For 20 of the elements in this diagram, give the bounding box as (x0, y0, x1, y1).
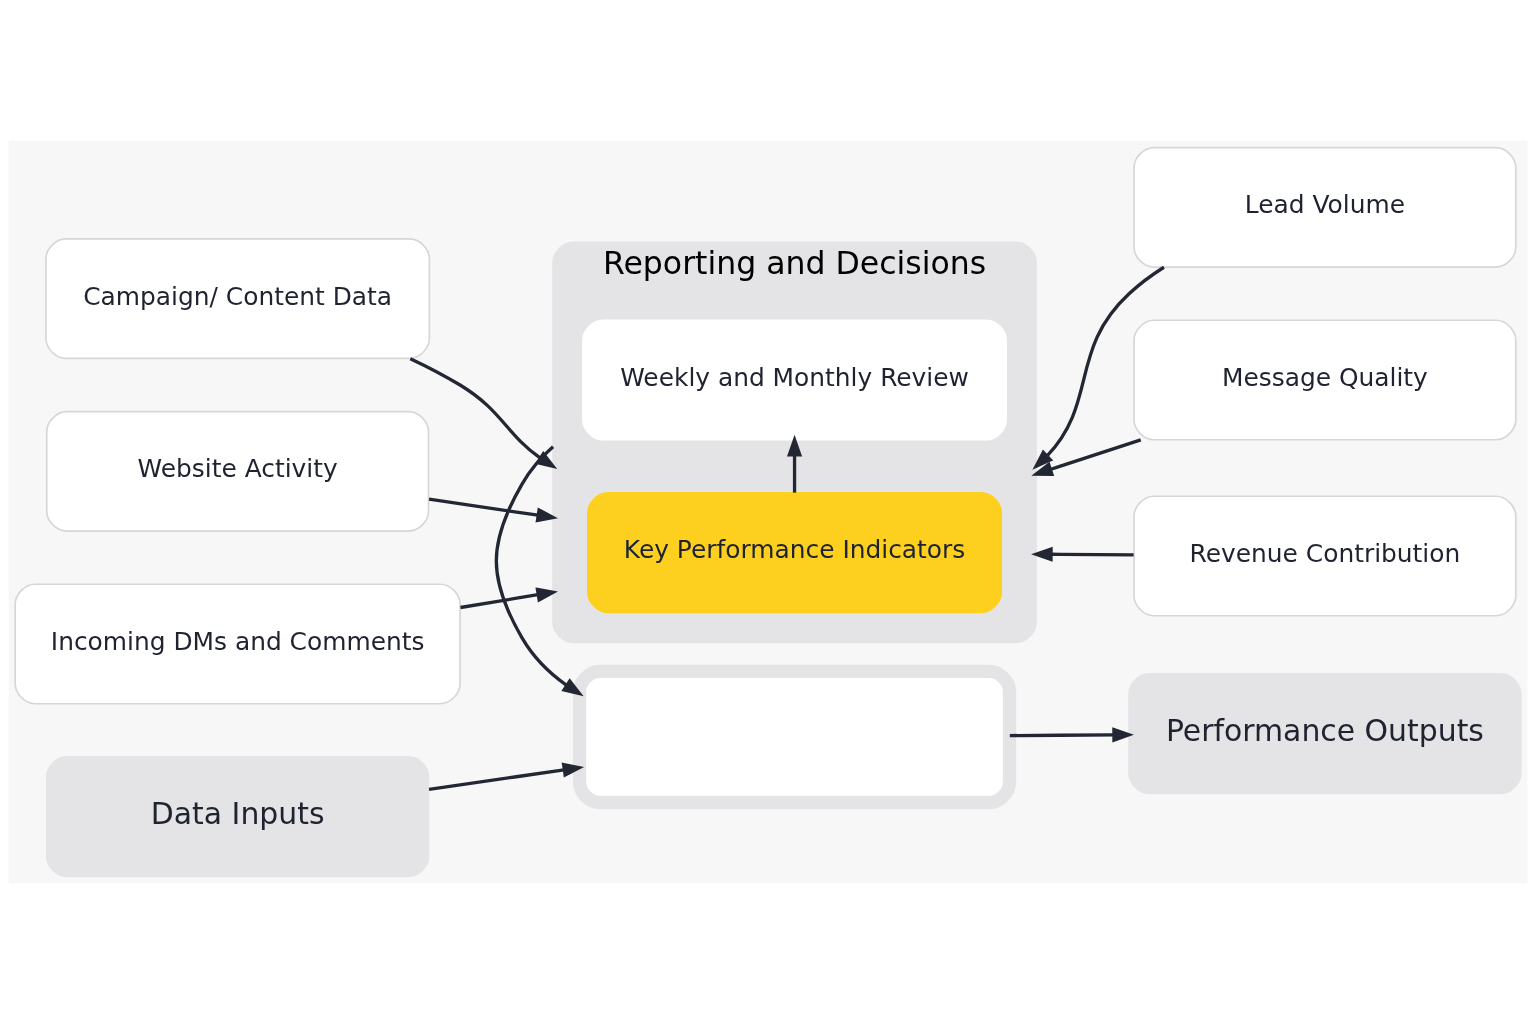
arrow (1031, 546, 1134, 562)
arrow (428, 497, 558, 523)
arrow (1032, 265, 1165, 470)
arrow (460, 587, 558, 610)
arrow (1031, 438, 1142, 477)
node-box: Performance Outputs (1128, 673, 1522, 795)
node-box: Key Performance Indicators (587, 492, 1003, 614)
arrow (787, 434, 803, 493)
node-box: Data Inputs (45, 756, 430, 878)
node-box: Message Quality (1133, 319, 1517, 441)
node-box: Website Activity (45, 410, 430, 532)
node-box: Incoming DMs and Comments (14, 583, 461, 705)
node-box (572, 664, 1017, 810)
node-box: Weekly and Monthly Review (582, 319, 1008, 441)
arrow (1009, 727, 1134, 743)
node-box: Revenue Contribution (1133, 495, 1517, 617)
arrow (428, 762, 585, 791)
arrow (494, 445, 584, 697)
node-box: Campaign/ Content Data (45, 238, 431, 360)
node-box: Lead Volume (1133, 146, 1517, 268)
